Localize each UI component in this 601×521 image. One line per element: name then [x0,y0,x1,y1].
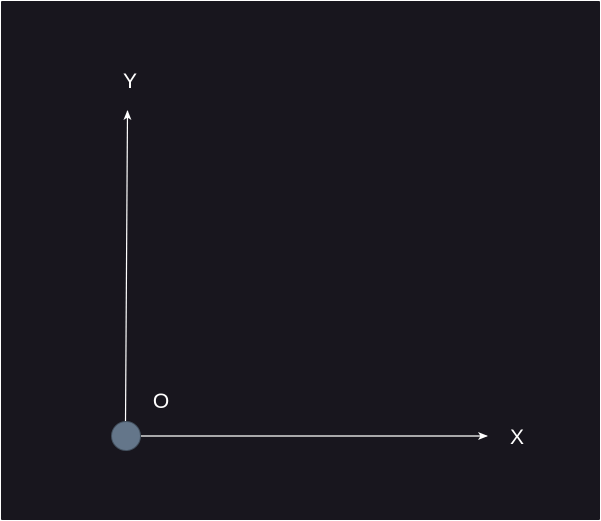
origin-point [111,421,141,451]
x-axis-label: X [510,426,524,449]
y-axis-label: Y [123,70,137,93]
origin-label: O [153,390,169,413]
y-axis-arrow [123,110,132,423]
